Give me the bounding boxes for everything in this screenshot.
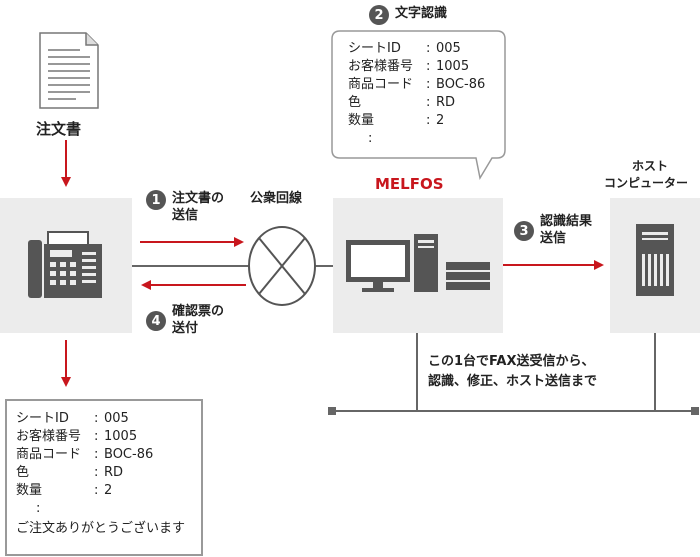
ocr-bubble-shape [331,30,506,181]
step-3: 3 認識結果 送信 [514,213,592,247]
fax-to-sheet-arrow [61,340,71,387]
step-4-line1: 確認票の [172,304,225,319]
fax-machine-icon [28,231,102,298]
step-4: 4 確認票の 送付 [146,303,224,337]
step-1-line1: 注文書の [172,191,225,206]
step-3-line2: 送信 [540,231,567,246]
host-label-line2: コンピューター [604,176,689,190]
step-3-line1: 認識結果 [540,214,593,229]
ocr-row: シートID:005 [348,41,461,56]
document-label: 注文書 [36,120,82,138]
sheet-footer: ご注文ありがとうございます [16,521,186,536]
server-icon [636,224,674,296]
step-2-line1: 文字認識 [395,6,448,21]
step-number-badge: 3 [514,221,534,241]
sheet-row: お客様番号:1005 [16,429,138,444]
return-confirm-arrow [141,280,246,290]
host-label-line1: ホスト [632,159,669,173]
sheet-row: 商品コード:BOC-86 [16,447,154,462]
sheet-ellipsis: : [36,501,41,516]
network-bus [328,333,699,415]
public-line-icon [132,226,333,306]
melfos-label: MELFOS [375,175,444,193]
doc-to-fax-arrow [61,140,71,187]
sheet-row: 数量:2 [16,483,113,498]
ocr-row: お客様番号:1005 [348,59,470,74]
sheet-row: シートID:005 [16,411,129,426]
step-number-badge: 2 [369,5,389,25]
send-order-arrow [140,237,244,247]
sheet-row: 色:RD [16,465,124,480]
step-number-badge: 1 [146,190,166,210]
confirm-sheet-content: シートID:005 お客様番号:1005 商品コード:BOC-86 色:RD 数… [16,410,185,538]
document-icon [39,32,99,109]
step-1-line2: 送信 [172,208,199,223]
step-number-badge: 4 [146,311,166,331]
network-note-line1: この1台でFAX送受信から、 [428,354,595,369]
ocr-bubble-content: シートID:005 お客様番号:1005 商品コード:BOC-86 色:RD 数… [348,40,485,148]
public-line-label: 公衆回線 [250,191,303,206]
computer-icon [346,234,490,292]
ocr-row: 商品コード:BOC-86 [348,77,486,92]
step-1: 1 注文書の 送信 [146,190,224,224]
network-note: この1台でFAX送受信から、 認識、修正、ホスト送信まで [428,352,597,392]
step-4-line2: 送付 [172,321,199,336]
network-note-line2: 認識、修正、ホスト送信まで [428,374,598,389]
confirm-sheet-box [5,399,203,556]
ocr-row: 色:RD [348,95,456,110]
ocr-row: 数量:2 [348,113,445,128]
step-2: 2 文字認識 [369,5,447,25]
send-result-arrow [503,260,604,270]
ocr-ellipsis: : [368,131,373,146]
